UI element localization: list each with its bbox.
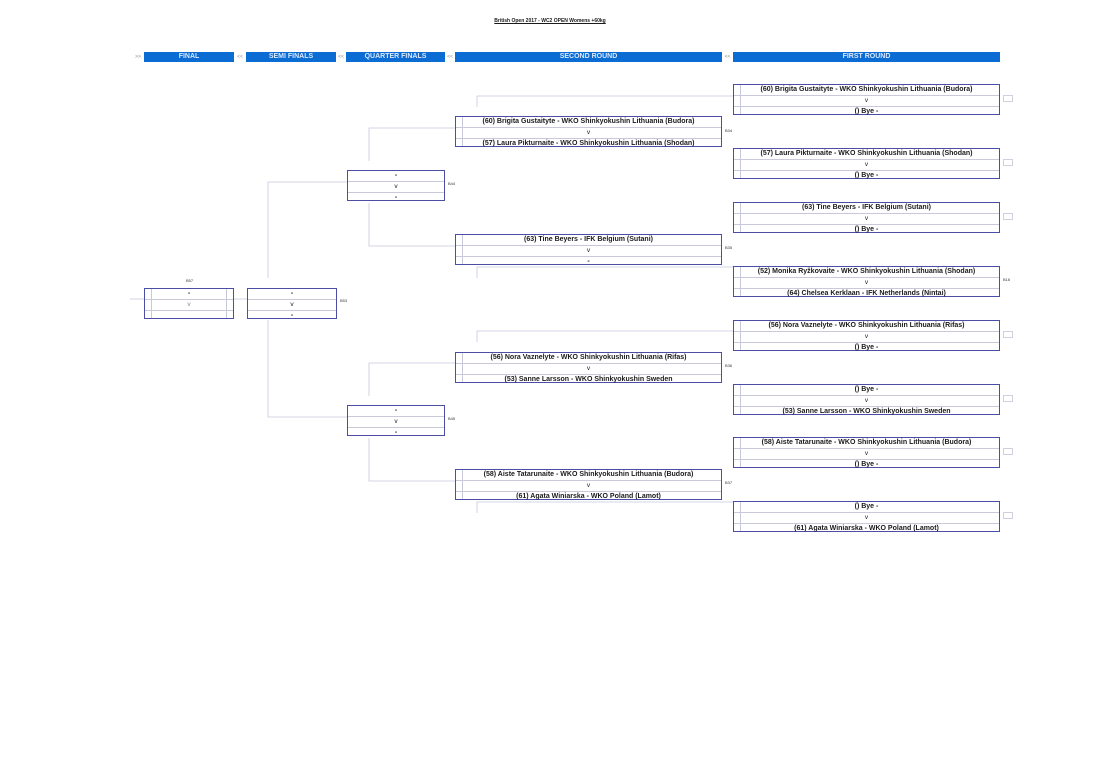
first-7-competitor-bottom: () Bye -: [854, 461, 879, 468]
final-competitor-top: -: [145, 289, 233, 300]
first-7-stub: [1003, 448, 1013, 455]
first-2-competitor-bottom: () Bye -: [854, 172, 879, 179]
header-second-round: SECOND ROUND: [455, 52, 722, 62]
second-4-bout-tag: B37: [725, 480, 733, 485]
first-5-stub: [1003, 331, 1013, 338]
second-3-competitor-bottom: (53) Sanne Larsson - WKO Shinkyokushin S…: [504, 376, 673, 383]
second-4-competitor-bottom: (61) Agata Winiarska - WKO Poland (Lamot…: [516, 493, 661, 500]
header-first-round: FIRST ROUND: [733, 52, 1000, 62]
quarter-1-bout-tag: B44: [448, 181, 456, 186]
quarter-2-competitor-bottom: -: [394, 429, 398, 436]
first-3-versus: v: [734, 214, 999, 225]
first-3-competitor-top: (63) Tine Beyers - IFK Belgium (Sutani): [734, 203, 999, 214]
page-title: British Open 2017 - WC2 OPEN Womens +60k…: [494, 18, 606, 24]
first-8-competitor-bottom: (61) Agata Winiarska - WKO Poland (Lamot…: [794, 525, 939, 532]
first-round-match-8[interactable]: () Bye - v (61) Agata Winiarska - WKO Po…: [733, 501, 1000, 532]
first-8-competitor-top: () Bye -: [734, 502, 999, 513]
first-round-match-1[interactable]: (60) Brigita Gustaityte - WKO Shinkyokus…: [733, 84, 1000, 115]
first-5-competitor-top: (56) Nora Vaznelyte - WKO Shinkyokushin …: [734, 321, 999, 332]
header-final: FINAL: [144, 52, 234, 62]
first-round-match-3[interactable]: (63) Tine Beyers - IFK Belgium (Sutani) …: [733, 202, 1000, 233]
first-4-competitor-top: (52) Monika Ryžkovaite - WKO Shinkyokush…: [734, 267, 999, 278]
quarter-1-competitor-top: -: [348, 171, 444, 182]
header-arrow-quarter-second: <<: [447, 54, 453, 60]
first-2-competitor-top: (57) Laura Pikturnaite - WKO Shinkyokush…: [734, 149, 999, 160]
first-1-versus: v: [734, 96, 999, 107]
quarter-2-bout-tag: B45: [448, 416, 456, 421]
first-6-competitor-top: () Bye -: [734, 385, 999, 396]
semi-versus: v: [248, 300, 336, 311]
first-3-competitor-bottom: () Bye -: [854, 226, 879, 233]
final-match[interactable]: - v: [144, 288, 234, 319]
quarter-final-match-2[interactable]: - v -: [347, 405, 445, 436]
first-5-versus: v: [734, 332, 999, 343]
first-6-versus: v: [734, 396, 999, 407]
first-3-stub: [1003, 213, 1013, 220]
first-6-competitor-bottom: (53) Sanne Larsson - WKO Shinkyokushin S…: [782, 408, 951, 415]
header-semi-finals: SEMI FINALS: [246, 52, 336, 62]
second-2-bout-tag: B35: [725, 245, 733, 250]
first-6-stub: [1003, 395, 1013, 402]
second-1-versus: v: [456, 128, 721, 139]
semi-bout-tag: B53: [340, 298, 348, 303]
second-2-competitor-bottom: -: [587, 258, 590, 265]
second-3-competitor-top: (56) Nora Vaznelyte - WKO Shinkyokushin …: [456, 353, 721, 364]
header-arrow-semi-quarter: <<: [338, 54, 344, 60]
first-8-versus: v: [734, 513, 999, 524]
second-round-match-2[interactable]: (63) Tine Beyers - IFK Belgium (Sutani) …: [455, 234, 722, 265]
final-versus: v: [145, 300, 233, 311]
quarter-final-match-1[interactable]: - v -: [347, 170, 445, 201]
second-4-versus: v: [456, 481, 721, 492]
second-4-competitor-top: (58) Aiste Tatarunaite - WKO Shinkyokush…: [456, 470, 721, 481]
first-round-match-2[interactable]: (57) Laura Pikturnaite - WKO Shinkyokush…: [733, 148, 1000, 179]
first-7-versus: v: [734, 449, 999, 460]
semi-competitor-top: -: [248, 289, 336, 300]
second-1-competitor-top: (60) Brigita Gustaityte - WKO Shinkyokus…: [456, 117, 721, 128]
header-quarter-finals: QUARTER FINALS: [346, 52, 445, 62]
header-arrow-final-semi: <<: [237, 54, 243, 60]
first-round-match-6[interactable]: () Bye - v (53) Sanne Larsson - WKO Shin…: [733, 384, 1000, 415]
first-8-stub: [1003, 512, 1013, 519]
quarter-2-competitor-top: -: [348, 406, 444, 417]
first-4-competitor-bottom: (64) Chelsea Kerklaan - IFK Netherlands …: [787, 290, 946, 297]
quarter-2-versus: v: [348, 417, 444, 428]
header-arrow-second-first: <<: [724, 54, 731, 60]
first-7-competitor-top: (58) Aiste Tatarunaite - WKO Shinkyokush…: [734, 438, 999, 449]
second-3-versus: v: [456, 364, 721, 375]
first-2-versus: v: [734, 160, 999, 171]
first-4-versus: v: [734, 278, 999, 289]
final-competitor-bottom: [145, 311, 233, 321]
first-4-bout-tag: B16: [1003, 277, 1011, 282]
semi-final-match[interactable]: - v -: [247, 288, 337, 319]
first-1-competitor-top: (60) Brigita Gustaityte - WKO Shinkyokus…: [734, 85, 999, 96]
second-2-competitor-top: (63) Tine Beyers - IFK Belgium (Sutani): [456, 235, 721, 246]
final-bout-tag: B57: [186, 278, 194, 283]
second-round-match-1[interactable]: (60) Brigita Gustaityte - WKO Shinkyokus…: [455, 116, 722, 147]
first-1-stub: [1003, 95, 1013, 102]
first-5-competitor-bottom: () Bye -: [854, 344, 879, 351]
second-2-versus: v: [456, 246, 721, 257]
header-arrow-start: >>: [135, 54, 141, 60]
second-round-match-3[interactable]: (56) Nora Vaznelyte - WKO Shinkyokushin …: [455, 352, 722, 383]
second-3-bout-tag: B36: [725, 363, 733, 368]
first-1-competitor-bottom: () Bye -: [854, 108, 879, 115]
first-round-match-4[interactable]: (52) Monika Ryžkovaite - WKO Shinkyokush…: [733, 266, 1000, 297]
first-round-match-5[interactable]: (56) Nora Vaznelyte - WKO Shinkyokushin …: [733, 320, 1000, 351]
second-1-bout-tag: B34: [725, 128, 733, 133]
quarter-1-competitor-bottom: -: [394, 194, 398, 201]
second-1-competitor-bottom: (57) Laura Pikturnaite - WKO Shinkyokush…: [482, 140, 695, 147]
first-2-stub: [1003, 159, 1013, 166]
first-round-match-7[interactable]: (58) Aiste Tatarunaite - WKO Shinkyokush…: [733, 437, 1000, 468]
quarter-1-versus: v: [348, 182, 444, 193]
second-round-match-4[interactable]: (58) Aiste Tatarunaite - WKO Shinkyokush…: [455, 469, 722, 500]
semi-competitor-bottom: -: [290, 312, 294, 319]
